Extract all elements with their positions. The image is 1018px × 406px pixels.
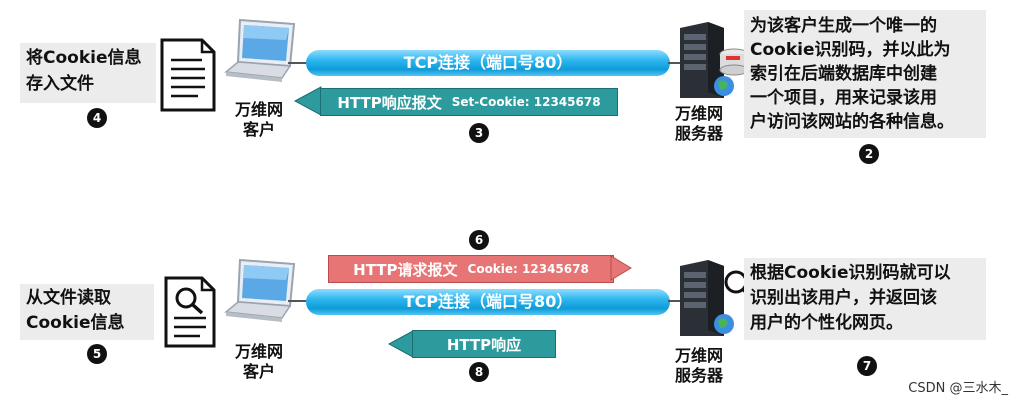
response-main: HTTP响应报文 — [337, 93, 442, 112]
arrow-left-icon — [388, 330, 414, 358]
server-search-icon — [680, 260, 750, 336]
tcp-label: TCP连接（端口号80） — [403, 292, 573, 311]
http-response-message: HTTP响应报文 Set-Cookie: 12345678 — [320, 88, 618, 116]
laptop-client-icon — [224, 258, 296, 322]
server-label: 万维网服务器 — [674, 104, 723, 143]
step-3: 3 — [469, 123, 489, 143]
watermark: CSDN @三水木_ — [908, 381, 1008, 396]
client-label: 万维网客户 — [234, 342, 283, 381]
set-cookie-value: Set-Cookie: 12345678 — [451, 95, 601, 109]
http-response-short: HTTP响应 — [412, 330, 556, 358]
cookie-value: Cookie: 12345678 — [467, 262, 589, 276]
note-read-cookie: 从文件读取 Cookie信息 — [20, 284, 154, 340]
document-icon — [160, 38, 216, 112]
step-6: 6 — [469, 230, 489, 250]
step-7: 7 — [857, 356, 877, 376]
step-5: 5 — [87, 344, 107, 364]
tcp-connection-pipe: TCP连接（端口号80） — [306, 289, 670, 315]
laptop-client-icon — [224, 18, 296, 82]
note-line: 存入文件 — [26, 74, 94, 94]
note-line: 将Cookie信息 — [26, 48, 142, 68]
request-main: HTTP请求报文 — [353, 260, 458, 279]
http-request-message: HTTP请求报文 Cookie: 12345678 — [328, 255, 614, 283]
arrow-right-icon — [610, 255, 632, 281]
note-generate-cookie: 为该客户生成一个唯一的 Cookie识别码，并以此为 索引在后端数据库中创建 一… — [744, 10, 986, 138]
link-server — [668, 300, 690, 302]
arrow-left-icon — [294, 86, 322, 116]
link-client — [288, 62, 310, 64]
link-server — [668, 62, 690, 64]
link-client — [288, 300, 310, 302]
document-search-icon — [164, 276, 216, 348]
client-label: 万维网客户 — [234, 100, 283, 139]
response-label: HTTP响应 — [446, 335, 522, 354]
tcp-label: TCP连接（端口号80） — [403, 53, 573, 72]
note-store-cookie: 将Cookie信息 存入文件 — [20, 43, 156, 103]
note-identify-user: 根据Cookie识别码就可以 识别出该用户，并返回该 用户的个性化网页。 — [744, 258, 986, 340]
server-label: 万维网服务器 — [674, 346, 723, 385]
step-2: 2 — [859, 144, 879, 164]
server-icon — [680, 22, 749, 98]
step-8: 8 — [469, 362, 489, 382]
tcp-connection-pipe: TCP连接（端口号80） — [306, 50, 670, 76]
step-4: 4 — [87, 108, 107, 128]
